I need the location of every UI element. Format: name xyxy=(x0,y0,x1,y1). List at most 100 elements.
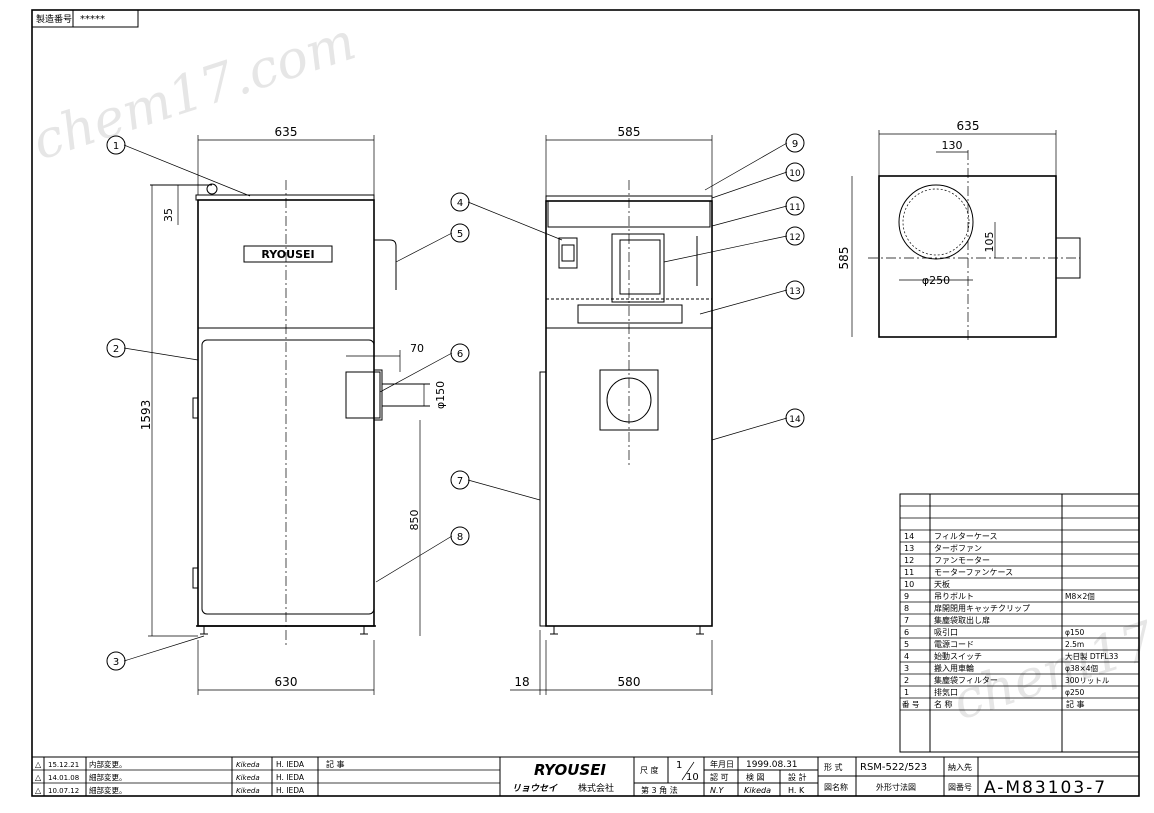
revision-name: H. IEDA xyxy=(276,786,305,795)
parts-row-note: 300リットル xyxy=(1065,676,1110,685)
parts-row-note: φ38×4個 xyxy=(1065,663,1098,673)
title-drawing-name-value: 外形寸法図 xyxy=(876,782,916,792)
title-drawing-no-label: 図番号 xyxy=(948,782,972,792)
title-block: RYOUSEI リョウセイ 株式会社 尺 度 1 10 第 3 角 法 年月日 … xyxy=(499,756,1140,798)
title-approve-value: N.Y xyxy=(710,786,725,795)
dim-top-width: 635 xyxy=(957,119,980,133)
title-scale-label: 尺 度 xyxy=(640,765,659,775)
balloon-10: 10 xyxy=(789,169,801,179)
parts-row-no: 1 xyxy=(904,688,909,697)
dim-top-outlet-height: 105 xyxy=(983,232,996,253)
dim-top-outlet-dia: φ250 xyxy=(922,274,950,287)
front-view: RYOUSEI 635 1593 35 630 70 φ150 850 xyxy=(139,125,447,695)
revision-date: 10.07.12 xyxy=(48,787,79,795)
parts-row-name: 扉開閉用キャッチクリップ xyxy=(934,603,1030,613)
revision-header-note: 記 事 xyxy=(326,759,345,769)
parts-header-note: 記 事 xyxy=(1066,699,1085,709)
parts-row-note: 2.5m xyxy=(1065,640,1084,649)
parts-row-name: 始動スイッチ xyxy=(934,651,982,661)
title-design-label: 設 計 xyxy=(788,772,807,782)
parts-row-name: 電源コード xyxy=(934,640,974,649)
title-projection: 第 3 角 法 xyxy=(641,785,678,795)
revision-desc: 細部変更。 xyxy=(89,785,127,795)
parts-row-name: フィルターケース xyxy=(934,532,997,541)
parts-row-name: 集塵袋取出し扉 xyxy=(934,615,990,625)
balloon-1: 1 xyxy=(113,141,119,152)
balloon-3: 3 xyxy=(113,657,119,668)
revision-mark-icon: △ xyxy=(35,773,42,782)
parts-row-no: 13 xyxy=(904,544,914,553)
title-date-label: 年月日 xyxy=(710,759,734,769)
parts-header-name: 名 称 xyxy=(934,699,953,709)
balloon-12: 12 xyxy=(789,233,800,243)
balloon-5: 5 xyxy=(457,229,463,240)
balloon-7: 7 xyxy=(457,476,463,487)
balloon-callouts: 1 2 3 4 5 6 7 8 9 10 11 12 13 xyxy=(106,133,805,671)
parts-row-name: 吊りボルト xyxy=(934,592,974,601)
title-company-suffix: 株式会社 xyxy=(578,782,614,794)
parts-header-no: 番 号 xyxy=(902,699,919,709)
title-scale-den: 10 xyxy=(686,772,699,783)
revision-desc: 内部変更。 xyxy=(89,759,127,769)
serial-value: ***** xyxy=(80,14,105,25)
serial-number-box: 製造番号 ***** xyxy=(31,9,139,28)
title-logo: RYOUSEI xyxy=(534,761,606,779)
title-model-value: RSM-522/523 xyxy=(860,762,927,773)
revision-date: 14.01.08 xyxy=(48,774,79,782)
parts-row-no: 12 xyxy=(904,556,914,565)
parts-row-no: 8 xyxy=(904,604,909,613)
balloon-6: 6 xyxy=(457,349,463,360)
title-model-label: 形 式 xyxy=(824,762,843,772)
parts-row-no: 7 xyxy=(904,616,909,625)
parts-row-name: 天板 xyxy=(934,579,950,589)
title-scale-num: 1 xyxy=(676,760,682,771)
revision-desc: 細部変更。 xyxy=(89,772,127,782)
revision-name: H. IEDA xyxy=(276,760,305,769)
balloon-2: 2 xyxy=(113,344,119,355)
balloon-4: 4 xyxy=(457,198,463,209)
parts-row-name: ターボファン xyxy=(934,544,982,553)
title-date-value: 1999.08.31 xyxy=(746,760,798,770)
parts-row-no: 5 xyxy=(904,640,909,649)
dim-top-outlet-width: 130 xyxy=(942,139,963,152)
parts-row-no: 4 xyxy=(904,652,909,661)
dim-front-clip-height: 850 xyxy=(408,510,421,531)
parts-row-name: モーターファンケース xyxy=(934,568,1013,577)
top-view: 635 130 585 105 φ250 xyxy=(837,119,1081,340)
dim-front-inlet-offset: 70 xyxy=(410,342,424,355)
parts-row-name: ファンモーター xyxy=(934,556,990,565)
title-design-value: H. K xyxy=(788,786,805,795)
title-drawing-name-label: 図名称 xyxy=(824,782,848,792)
parts-row-no: 3 xyxy=(904,664,909,673)
parts-row-note: 大日製 DTFL33 xyxy=(1065,651,1119,661)
parts-row-no: 11 xyxy=(904,568,914,577)
dim-side-width-bottom: 580 xyxy=(618,675,641,689)
side-view: 585 18 580 xyxy=(510,125,713,695)
watermark-left: chem17.com xyxy=(25,12,362,173)
serial-label: 製造番号 xyxy=(36,13,72,25)
parts-row-note: M8×2個 xyxy=(1065,591,1095,601)
parts-row-name: 集塵袋フィルター xyxy=(934,675,998,685)
title-drawing-no-value: A-M83103-7 xyxy=(984,778,1107,798)
front-logo: RYOUSEI xyxy=(261,248,314,261)
title-delivery-label: 納入先 xyxy=(948,762,972,772)
parts-row-no: 14 xyxy=(904,532,914,541)
dim-top-depth: 585 xyxy=(837,247,851,270)
dim-front-width-bottom: 630 xyxy=(275,675,298,689)
title-approve-label: 認 可 xyxy=(710,772,729,782)
revision-sign: Kikeda xyxy=(236,787,260,795)
title-check-value: Kikeda xyxy=(744,786,771,795)
dim-front-height: 1593 xyxy=(139,400,153,431)
balloon-14: 14 xyxy=(789,415,801,425)
dim-side-width-top: 585 xyxy=(618,125,641,139)
dim-front-width-top: 635 xyxy=(275,125,298,139)
balloon-9: 9 xyxy=(792,139,798,150)
parts-row-note: φ150 xyxy=(1065,628,1084,637)
revision-mark-icon: △ xyxy=(35,786,42,795)
parts-row-name: 排気口 xyxy=(934,687,958,697)
parts-row-no: 9 xyxy=(904,592,909,601)
parts-row-no: 2 xyxy=(904,676,909,685)
revision-sign: Kikeda xyxy=(236,761,260,769)
